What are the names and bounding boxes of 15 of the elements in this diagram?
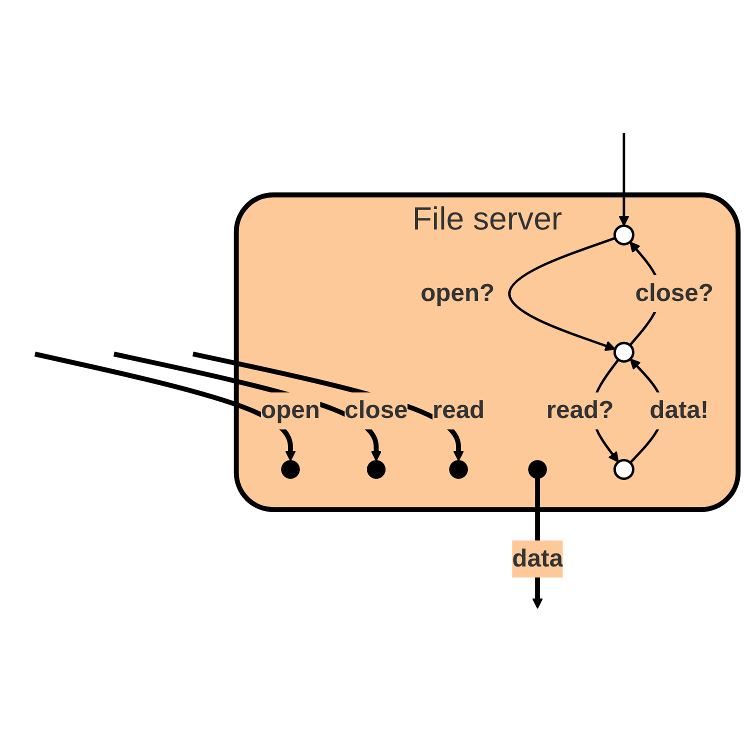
node-circle xyxy=(613,224,634,246)
edge-label: read? xyxy=(546,398,614,425)
edge-label: data xyxy=(512,546,563,573)
edge-label: open? xyxy=(420,280,495,308)
edge-label: close? xyxy=(635,280,714,308)
node-circle xyxy=(613,459,634,480)
edge-label: data! xyxy=(650,398,709,425)
arrow xyxy=(113,352,382,462)
edge-label: close xyxy=(344,398,408,425)
arrow xyxy=(618,133,630,226)
node-circle xyxy=(613,342,634,363)
arrow xyxy=(508,237,616,352)
edge-label: read xyxy=(432,398,485,425)
edge-label: open xyxy=(261,398,320,425)
arrow xyxy=(34,352,296,462)
